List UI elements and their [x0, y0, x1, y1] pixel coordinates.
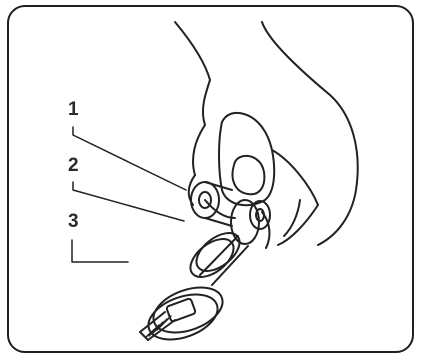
- leader-line-1: [73, 127, 186, 190]
- hand-drawing: [175, 22, 358, 248]
- leader-line-2: [73, 182, 184, 221]
- leader-lines: [72, 127, 186, 262]
- bushing-part: [191, 182, 232, 226]
- callout-2: 2: [68, 156, 79, 175]
- callout-1: 1: [68, 100, 79, 119]
- leader-line-3: [72, 240, 128, 262]
- callout-3: 3: [68, 212, 79, 231]
- threaded-stud: [140, 312, 175, 340]
